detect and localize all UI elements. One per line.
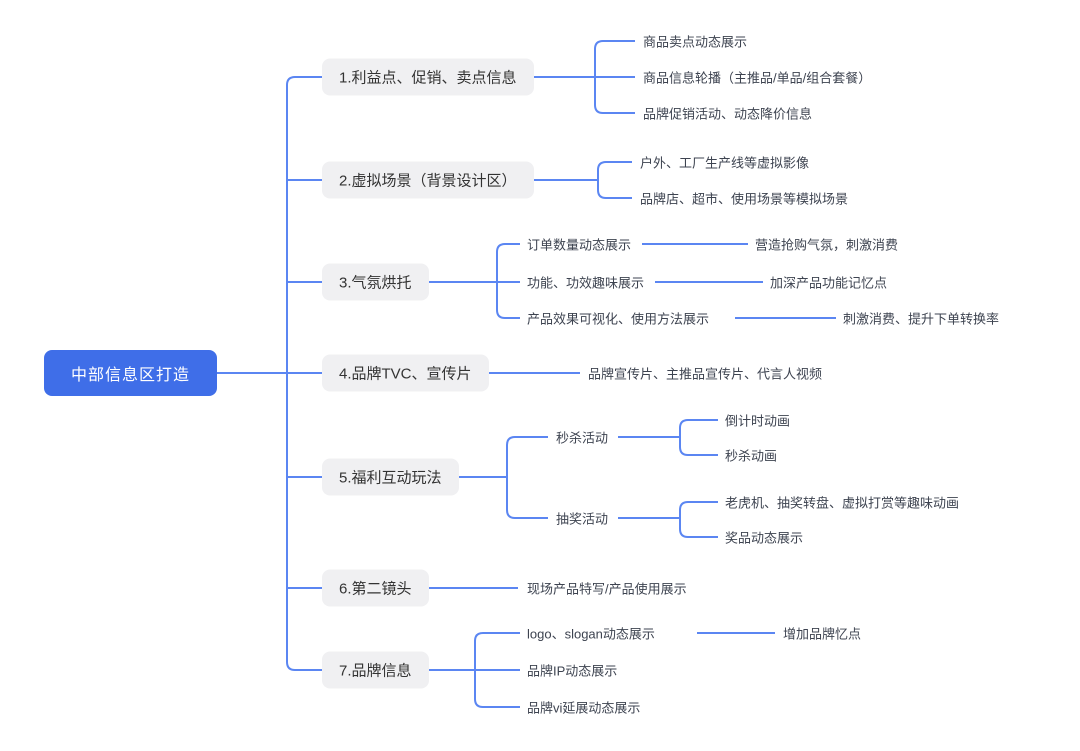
- connector: [597, 161, 632, 199]
- leaf-node[interactable]: 品牌宣传片、主推品宣传片、代言人视频: [588, 366, 823, 382]
- branch-node-5[interactable]: 5.福利互动玩法: [322, 458, 459, 496]
- leaf-node[interactable]: 商品信息轮播（主推品/单品/组合套餐）: [643, 70, 872, 86]
- leaf-node[interactable]: 产品效果可视化、使用方法展示: [527, 305, 720, 331]
- branch-node-2[interactable]: 2.虚拟场景（背景设计区）: [322, 161, 534, 199]
- leaf-node[interactable]: 营造抢购气氛，刺激消费: [755, 237, 899, 253]
- leaf-node[interactable]: 品牌IP动态展示: [527, 663, 618, 679]
- branch-node-4[interactable]: 4.品牌TVC、宣传片: [322, 354, 489, 392]
- connector: [679, 501, 718, 538]
- leaf-node[interactable]: 现场产品特写/产品使用展示: [527, 581, 687, 597]
- leaf-node[interactable]: 抽奖活动: [556, 505, 619, 531]
- branch-node-1[interactable]: 1.利益点、促销、卖点信息: [322, 58, 534, 96]
- branch-node-3[interactable]: 3.气氛烘托: [322, 263, 429, 301]
- leaf-node[interactable]: 功能、功效趣味展示: [527, 269, 655, 295]
- leaf-node[interactable]: 老虎机、抽奖转盘、虚拟打赏等趣味动画: [725, 495, 960, 511]
- leaf-node[interactable]: 倒计时动画: [725, 413, 791, 429]
- leaf-node[interactable]: 增加品牌忆点: [783, 626, 862, 642]
- leaf-node[interactable]: 秒杀动画: [725, 448, 778, 464]
- leaf-node[interactable]: 商品卖点动态展示: [643, 34, 748, 50]
- leaf-node[interactable]: logo、slogan动态展示: [527, 620, 665, 646]
- connector: [506, 436, 548, 519]
- leaf-node[interactable]: 奖品动态展示: [725, 530, 804, 546]
- leaf-node[interactable]: 订单数量动态展示: [527, 231, 642, 257]
- leaf-node[interactable]: 户外、工厂生产线等虚拟影像: [640, 155, 810, 171]
- branch-node-6[interactable]: 6.第二镜头: [322, 569, 429, 607]
- connector: [679, 419, 718, 456]
- leaf-node[interactable]: 秒杀活动: [556, 424, 619, 450]
- leaf-node[interactable]: 品牌促销活动、动态降价信息: [643, 106, 813, 122]
- leaf-node[interactable]: 品牌vi延展动态展示: [527, 700, 641, 716]
- leaf-node[interactable]: 刺激消费、提升下单转换率: [843, 311, 1000, 327]
- branch-node-7[interactable]: 7.品牌信息: [322, 651, 429, 689]
- leaf-node[interactable]: 品牌店、超市、使用场景等模拟场景: [640, 191, 849, 207]
- root-node[interactable]: 中部信息区打造: [44, 350, 218, 396]
- leaf-node[interactable]: 加深产品功能记忆点: [770, 275, 888, 291]
